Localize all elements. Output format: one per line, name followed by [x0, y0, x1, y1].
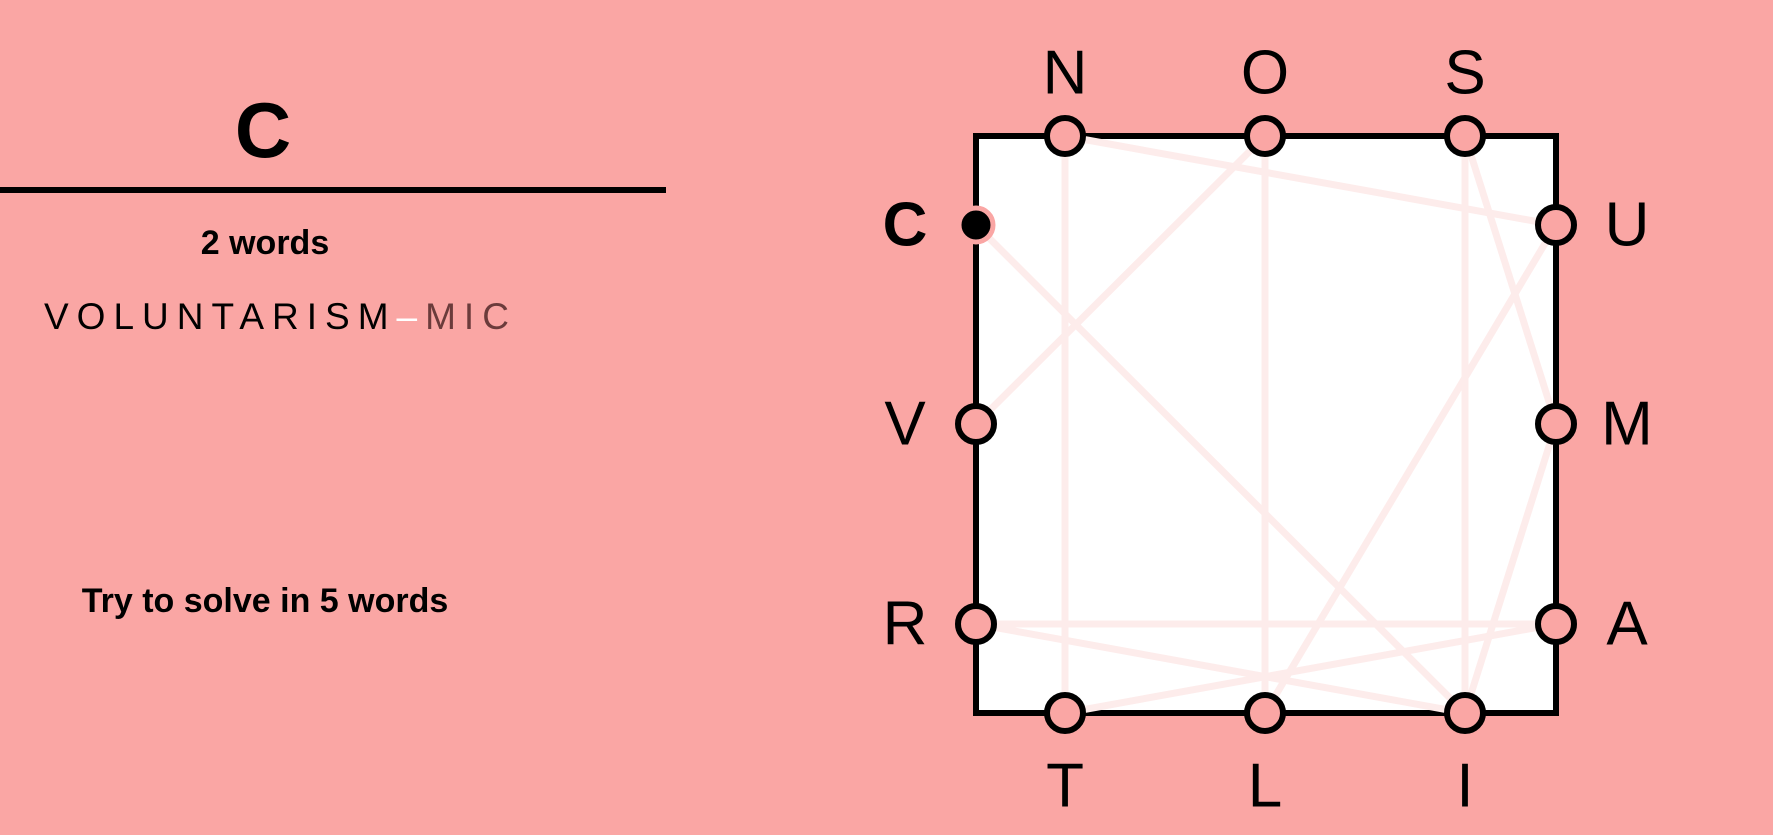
- goal-text: Try to solve in 5 words: [81, 582, 449, 620]
- letter-node-r[interactable]: [955, 603, 997, 645]
- letter-label-m[interactable]: M: [1601, 390, 1653, 459]
- trail-line-l-u: [1261, 223, 1560, 715]
- letter-node-u[interactable]: [1535, 204, 1577, 246]
- letter-label-s[interactable]: S: [1444, 39, 1485, 108]
- letter-label-u[interactable]: U: [1605, 191, 1650, 260]
- letter-label-r[interactable]: R: [883, 590, 928, 659]
- letter-label-v[interactable]: V: [884, 390, 926, 459]
- word-input-underline: [0, 187, 666, 193]
- letter-node-o[interactable]: [1244, 115, 1286, 157]
- letter-label-n[interactable]: N: [1043, 39, 1088, 108]
- letter-labels: N O S T L I C V R U M A: [883, 39, 1653, 821]
- trail-line-m-i: [1461, 422, 1560, 715]
- letter-label-l[interactable]: L: [1248, 752, 1282, 821]
- found-word: VOLUNTARISM: [44, 296, 397, 337]
- trail-lines: [973, 132, 1560, 717]
- letter-label-o[interactable]: O: [1241, 39, 1289, 108]
- trail-line-u-n: [1064, 132, 1557, 229]
- word-count-label: 2 words: [200, 224, 330, 262]
- found-words-list: VOLUNTARISM–MIC: [44, 294, 517, 340]
- current-word-display: C: [234, 86, 292, 174]
- letter-node-l[interactable]: [1244, 692, 1286, 734]
- trail-line-i-c: [973, 222, 1468, 716]
- letter-label-a[interactable]: A: [1606, 590, 1648, 659]
- word-panel: C 2 words VOLUNTARISM–MIC Try to solve i…: [0, 0, 666, 835]
- letter-node-i[interactable]: [1444, 692, 1486, 734]
- letter-node-a[interactable]: [1535, 603, 1577, 645]
- letter-label-c[interactable]: C: [883, 191, 928, 260]
- trail-line-t-a: [1064, 620, 1557, 717]
- letter-node-m[interactable]: [1535, 403, 1577, 445]
- trail-line-v-o: [973, 133, 1268, 427]
- letter-node-c-active[interactable]: [956, 205, 996, 245]
- found-word: MIC: [425, 296, 517, 337]
- letter-node-s[interactable]: [1444, 115, 1486, 157]
- letter-node-n[interactable]: [1044, 115, 1086, 157]
- word-separator: –: [396, 296, 426, 337]
- letter-label-t[interactable]: T: [1046, 752, 1084, 821]
- trail-line-s-m: [1461, 134, 1560, 426]
- letter-nodes: [955, 115, 1577, 734]
- letter-node-t[interactable]: [1044, 692, 1086, 734]
- letter-label-i[interactable]: I: [1456, 752, 1473, 821]
- trail-line-r-i: [975, 620, 1466, 717]
- letter-node-v[interactable]: [955, 403, 997, 445]
